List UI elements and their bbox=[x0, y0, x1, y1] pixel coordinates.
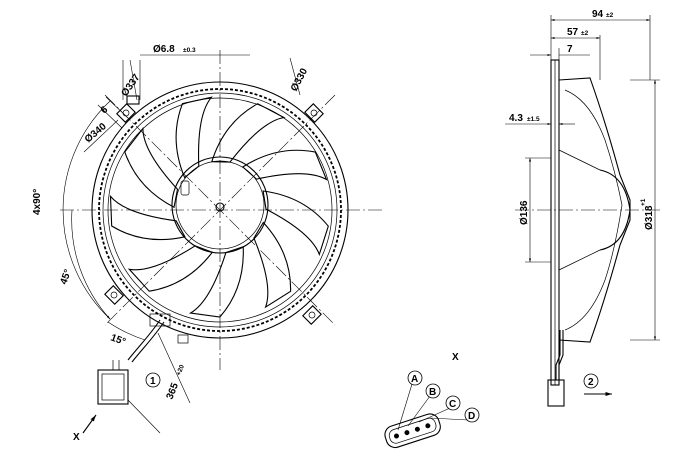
callout-2-circle bbox=[583, 373, 599, 389]
dim-hole-diameter: Ø6.8 ±0.3 bbox=[122, 44, 250, 100]
connector-view: X A B C D bbox=[384, 352, 480, 449]
front-diagonal-centerline-2 bbox=[104, 94, 336, 326]
pin-label-d-circle bbox=[464, 407, 480, 423]
mounting-lug-top bbox=[126, 95, 140, 105]
dim-318-label: Ø318 bbox=[644, 205, 655, 230]
mounting-lug-top-left bbox=[116, 103, 136, 123]
fan-blade bbox=[253, 221, 292, 309]
mounting-lug-bottom-left bbox=[104, 285, 124, 305]
shroud-ring-outer bbox=[102, 92, 338, 328]
dim-hole-diameter-label: Ø6.8 bbox=[153, 44, 175, 55]
hub-label-plate bbox=[180, 180, 190, 196]
fan-blade bbox=[241, 149, 328, 181]
fan-blade bbox=[109, 194, 186, 241]
connector-body bbox=[97, 369, 129, 405]
dim-cable-len-tol: +20 bbox=[175, 364, 186, 377]
connector-face bbox=[384, 413, 441, 449]
dim-depth-57-label: 57 bbox=[567, 27, 579, 38]
dim-136: Ø136 bbox=[519, 157, 551, 263]
hub-center bbox=[215, 202, 225, 212]
pin-d bbox=[425, 423, 431, 429]
dim-seven-label: 7 bbox=[567, 44, 573, 55]
cable-gland bbox=[149, 313, 171, 327]
cable bbox=[127, 313, 171, 363]
fan-blade bbox=[124, 126, 179, 209]
fan-blades bbox=[109, 96, 329, 318]
pin-label-a: A bbox=[411, 374, 418, 385]
pin-c bbox=[414, 426, 420, 432]
mounting-lug-bottom-right bbox=[302, 305, 322, 325]
fan-blade bbox=[262, 190, 329, 257]
dim-318-tol: +1 bbox=[640, 198, 647, 206]
dim-depth-94-label: 94 bbox=[592, 9, 604, 20]
pin-label-b-circle bbox=[425, 383, 441, 399]
mounting-lug-top-right bbox=[304, 103, 324, 123]
mounting-lugs bbox=[104, 95, 324, 325]
pin-label-a-circle bbox=[407, 370, 423, 386]
side-connector bbox=[547, 379, 565, 407]
dim-15-label: 15° bbox=[109, 332, 127, 348]
callout-1-circle bbox=[145, 372, 161, 388]
pin-label-c: C bbox=[449, 399, 456, 410]
dim-depth-57: 57 ±2 bbox=[551, 27, 601, 80]
connector-plug bbox=[97, 360, 129, 405]
motor-hub-inner bbox=[175, 160, 265, 250]
dim-136-label: Ø136 bbox=[519, 200, 530, 225]
dim-4x90-arc bbox=[62, 100, 111, 320]
dim-depth-94-tol: ±2 bbox=[606, 12, 614, 19]
fan-blade bbox=[211, 103, 286, 163]
fan-blade bbox=[188, 245, 244, 318]
callout-1-label: 1 bbox=[150, 376, 156, 387]
dim-340-label: Ø340 bbox=[83, 121, 109, 145]
front-view: Ø6.8 ±0.3 Ø337 Ø330 Ø340 6 4x90° 45° 15°… bbox=[32, 44, 385, 443]
bottom-bracket bbox=[177, 334, 189, 344]
motor-hub bbox=[171, 156, 269, 254]
pin-a bbox=[393, 433, 399, 439]
connector-inner bbox=[101, 373, 125, 401]
pin-label-b: B bbox=[429, 387, 436, 398]
dim-hole-diameter-tol: ±0.3 bbox=[183, 47, 196, 54]
pin-label-d: D bbox=[468, 411, 475, 422]
view-arrow-label: X bbox=[73, 432, 80, 443]
dim-45-label: 45° bbox=[58, 268, 74, 286]
dim-seven: 7 bbox=[530, 44, 590, 60]
dim-318: Ø318 +1 bbox=[630, 79, 660, 341]
pin-b bbox=[404, 430, 410, 436]
callout-2-label: 2 bbox=[588, 377, 594, 388]
dim-six-label: 6 bbox=[99, 104, 111, 116]
dim-cable-len-label: 365 bbox=[165, 381, 182, 401]
dim-flange-label: 4.3 bbox=[509, 113, 523, 124]
side-motor bbox=[599, 169, 631, 251]
dim-depth-57-tol: ±2 bbox=[581, 30, 589, 37]
dim-depth-94: 94 ±2 bbox=[550, 9, 651, 80]
dim-flange-tol: ±1.5 bbox=[527, 116, 540, 123]
dashed-ring-330 bbox=[98, 88, 342, 332]
pin-label-c-circle bbox=[445, 395, 461, 411]
dim-330-label: Ø330 bbox=[289, 66, 310, 93]
dim-flange: 4.3 ±1.5 bbox=[505, 113, 575, 126]
outer-ring-337 bbox=[91, 81, 349, 339]
connector-view-title: X bbox=[452, 352, 459, 363]
side-view: 94 ±2 57 ±2 7 4.3 ±1.5 Ø bbox=[505, 9, 660, 407]
shroud-ring-inner bbox=[107, 97, 333, 323]
fan-blade bbox=[175, 96, 213, 179]
dim-4x90-label: 4x90° bbox=[32, 189, 43, 215]
fan-blade bbox=[127, 245, 214, 292]
